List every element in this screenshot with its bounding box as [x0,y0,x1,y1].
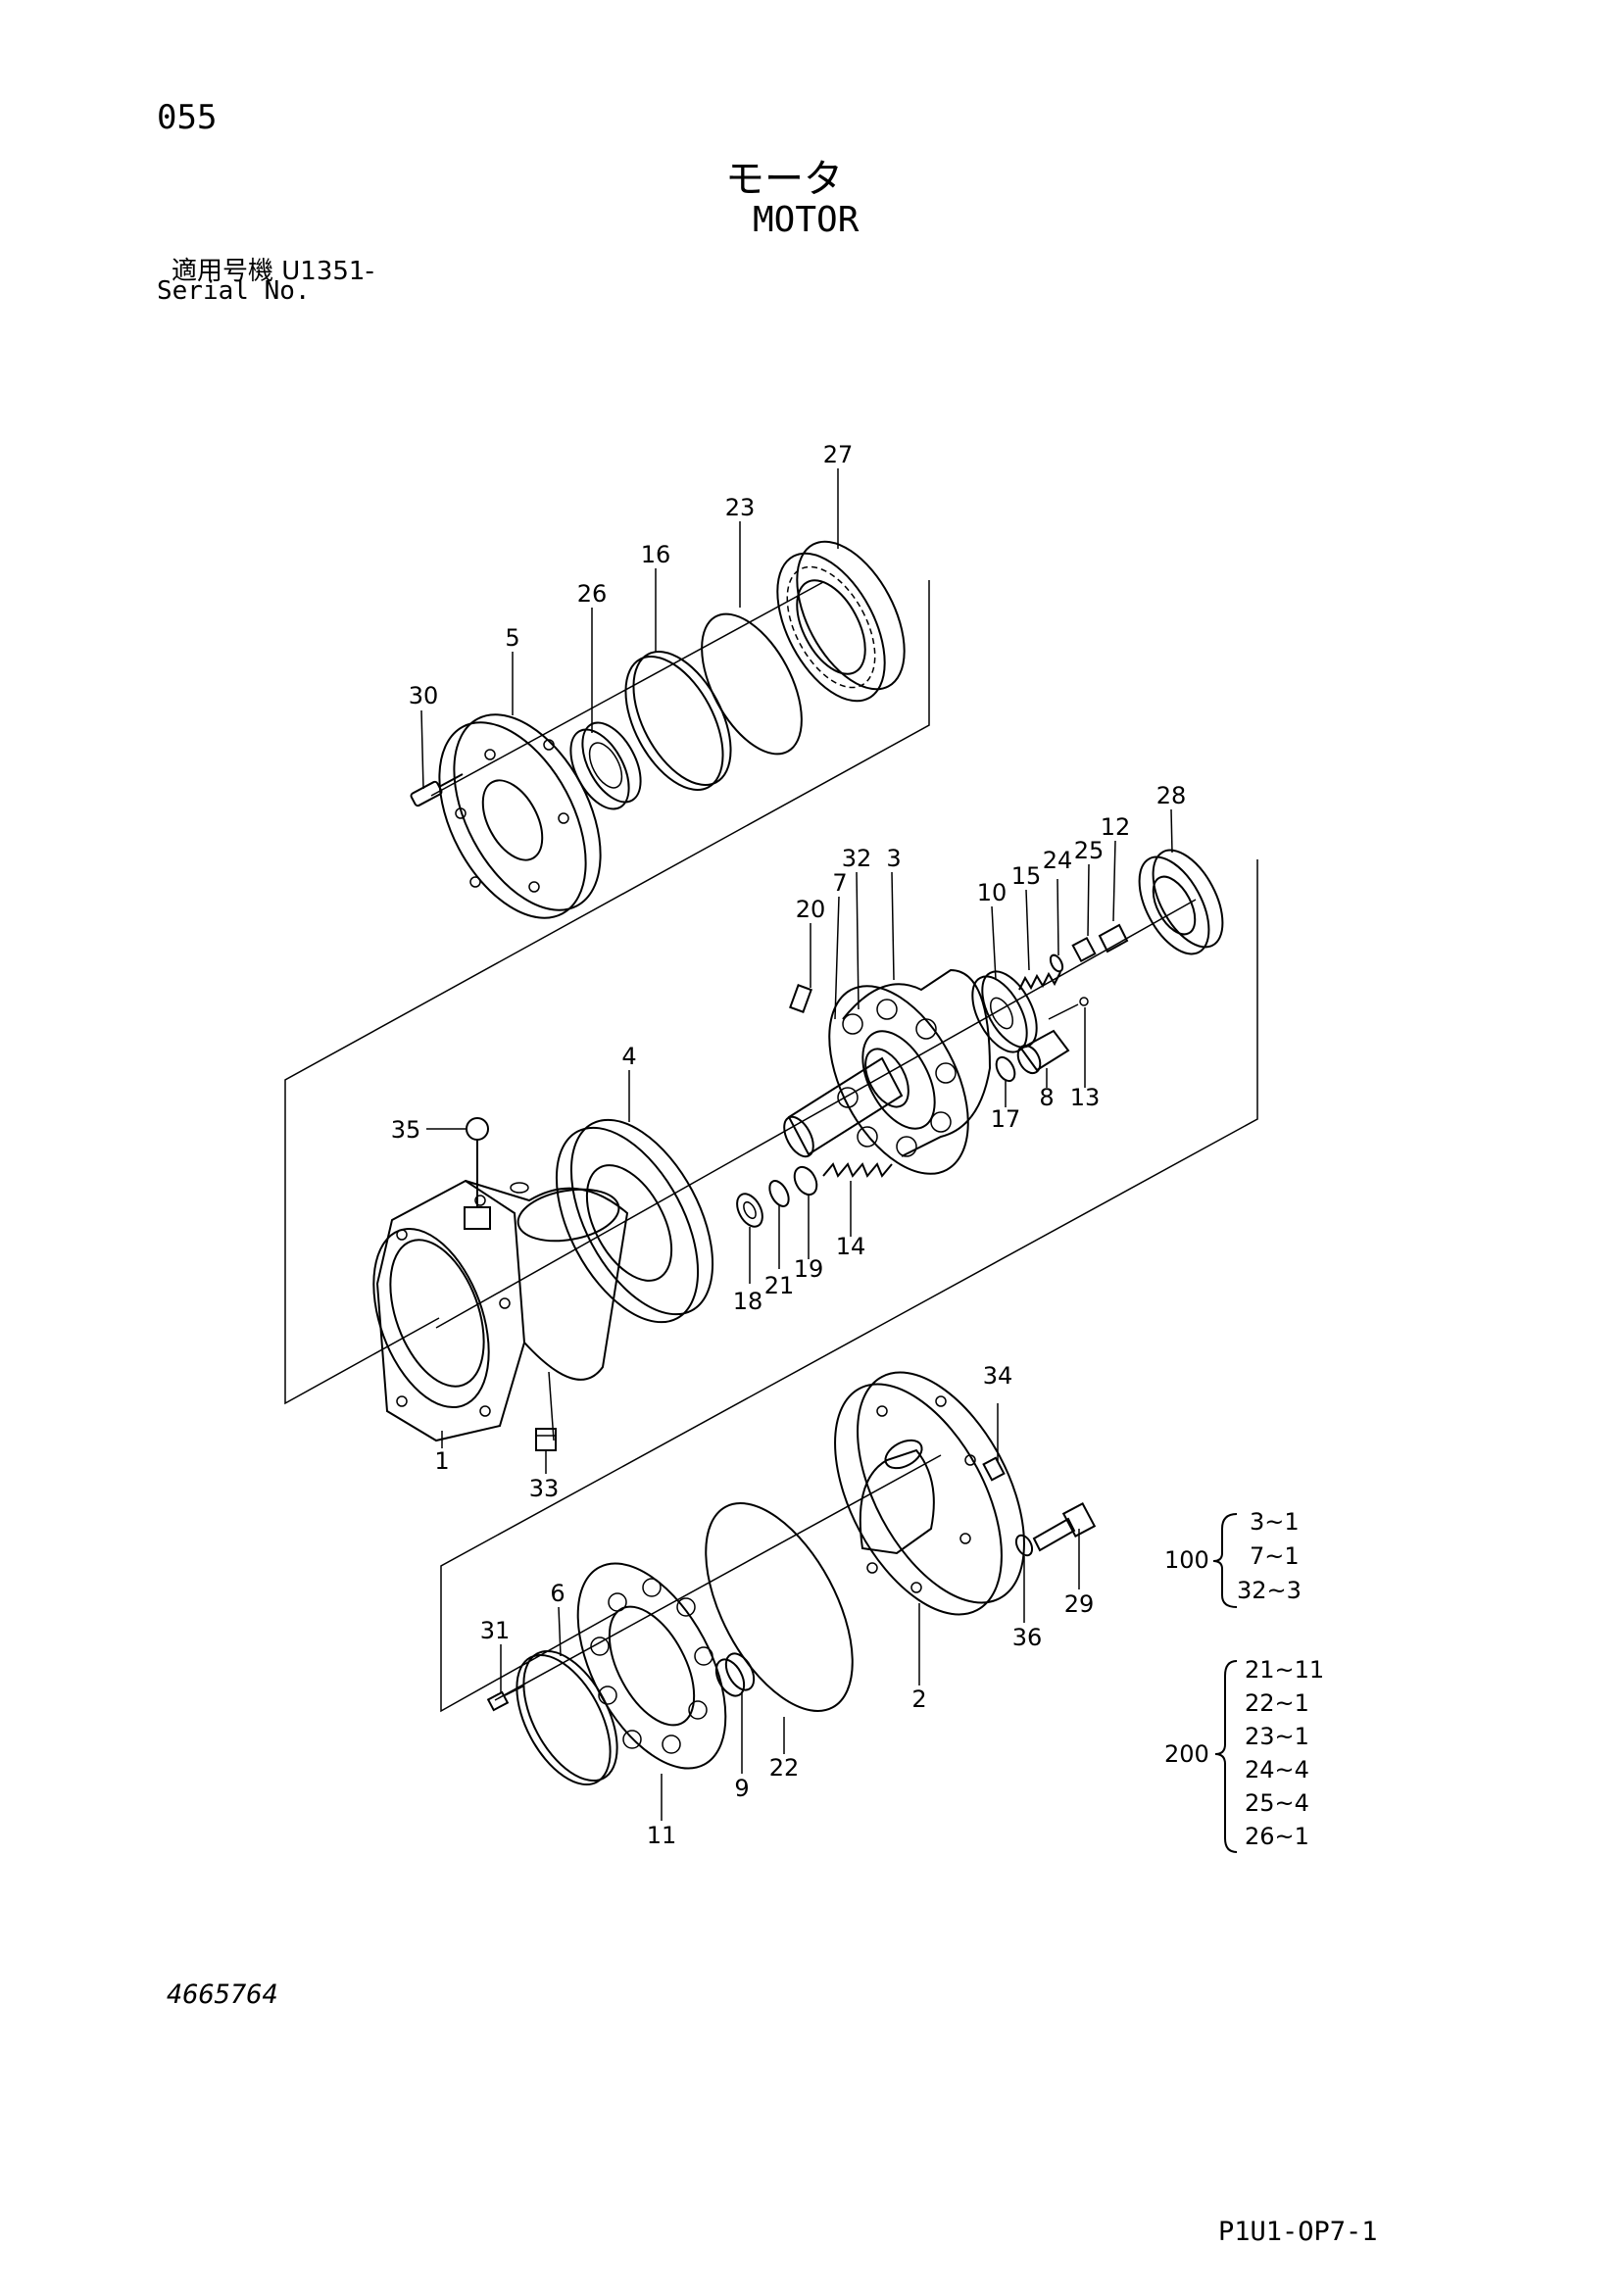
callout-35: 35 [391,1116,421,1144]
callout-16: 16 [641,541,671,568]
callout-34: 34 [983,1362,1013,1390]
serial-label-japanese: 適用号機 U1351- [172,257,374,286]
callout-21: 21 [764,1272,795,1299]
callout-18: 18 [733,1288,763,1315]
kit-200-item-5: 25~4 [1245,1789,1309,1817]
title-english: MOTOR [753,200,860,240]
callout-32: 32 [842,845,872,872]
leader-lines [420,468,1173,1821]
rear-cover-2 [834,1371,1025,1616]
valve-plate-10 [971,970,1038,1053]
small-parts-18-21-19-14 [736,1162,893,1228]
callout-24: 24 [1043,847,1073,874]
kit-100-item-1: 3~1 [1250,1508,1300,1536]
kit-200-item-4: 24~4 [1245,1756,1309,1783]
plug-9 [714,1652,756,1697]
upper-group [410,540,906,919]
kit-200: 200 21~11 22~1 23~1 24~4 25~4 26~1 [1164,1656,1324,1853]
o-ring-22 [705,1502,854,1712]
title-japanese: モータ [725,157,843,202]
kit-100-id: 100 [1164,1546,1209,1574]
kit-200-item-1: 21~11 [1245,1656,1324,1684]
callout-6: 6 [550,1580,565,1607]
callout-25: 25 [1074,837,1105,864]
eye-bolt-35 [426,1117,489,1207]
small-parts-17-8-13 [995,997,1089,1083]
retainer-plate-11 [576,1562,727,1770]
bolt-29 [1032,1502,1097,1552]
callout-9: 9 [734,1775,749,1802]
callout-26: 26 [577,580,608,608]
o-ring-23 [701,612,803,756]
callout-28: 28 [1156,782,1187,809]
housing-1 [372,1179,629,1442]
bolt-31 [486,1685,525,1712]
callout-3: 3 [886,845,901,872]
callout-5: 5 [505,624,519,652]
callout-labels: 30 5 26 16 23 27 28 32 3 12 25 24 15 10 … [391,441,1187,1849]
callout-10: 10 [977,879,1008,906]
page-number: 055 [157,98,218,137]
callout-15: 15 [1011,862,1042,890]
callout-36: 36 [1012,1624,1043,1651]
bearing-27 [776,540,906,703]
middle-group [372,849,1224,1451]
callout-22: 22 [769,1754,800,1782]
kit-200-item-3: 23~1 [1245,1723,1309,1750]
callout-17: 17 [991,1105,1021,1133]
serial-label-english: Serial No. [157,276,311,306]
small-parts-24-25-12 [1049,923,1129,973]
drawing-number: 4665764 [167,1979,278,2010]
washer-36 [1014,1534,1034,1557]
callout-7: 7 [832,869,847,897]
callout-1: 1 [434,1447,449,1475]
callout-30: 30 [409,682,439,709]
bearing-28 [1138,849,1224,955]
callout-23: 23 [725,494,756,521]
kit-100-item-2: 7~1 [1250,1542,1300,1570]
callout-19: 19 [794,1255,824,1283]
key-20 [789,984,812,1013]
seal-26 [569,721,642,810]
shaft-7 [783,1048,909,1158]
callout-12: 12 [1101,813,1131,841]
callout-27: 27 [823,441,854,468]
group-frames [284,580,1258,1713]
callout-14: 14 [836,1233,866,1260]
callout-11: 11 [647,1822,677,1849]
kit-200-item-6: 26~1 [1245,1823,1309,1850]
plug-34 [982,1456,1006,1482]
callout-4: 4 [621,1043,636,1070]
page-code: P1U1-OP7-1 [1218,2217,1378,2247]
callout-29: 29 [1064,1590,1095,1618]
spring-15 [1018,971,1061,991]
callout-31: 31 [480,1617,511,1644]
cylinder-block-3 [828,968,992,1175]
lower-group [486,1371,1097,1786]
kit-200-id: 200 [1164,1740,1209,1768]
kit-100-item-3: 32~3 [1237,1577,1302,1604]
swash-plate-4 [555,1118,714,1324]
callout-8: 8 [1039,1084,1054,1111]
cover-5 [438,713,602,919]
kit-200-item-2: 22~1 [1245,1689,1309,1717]
callout-13: 13 [1070,1084,1101,1111]
callout-33: 33 [529,1475,560,1502]
kit-100: 100 3~1 7~1 32~3 [1164,1508,1302,1608]
callout-2: 2 [911,1685,926,1713]
callout-20: 20 [796,896,826,923]
